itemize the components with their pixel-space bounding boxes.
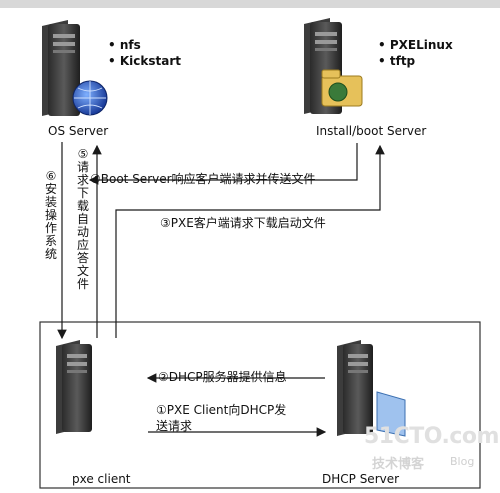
install-server-icon	[300, 18, 370, 118]
pxe-client-label: pxe client	[72, 472, 131, 486]
dhcp-server-icon	[333, 340, 413, 440]
step5-label: ⑤请求下载自动应答文件	[76, 147, 89, 291]
arrow-step4	[88, 143, 358, 185]
os-service-kickstart: • Kickstart	[108, 54, 181, 68]
install-server-label: Install/boot Server	[316, 124, 427, 138]
watermark-sub1: 技术博客	[372, 457, 425, 472]
install-service-tftp: • tftp	[378, 54, 416, 68]
os-server-label: OS Server	[48, 124, 109, 138]
os-service-nfs: • nfs	[108, 38, 141, 52]
watermark-brand: 51CTO.com	[364, 424, 499, 449]
step4-label: ④Boot Server响应客户端请求并传送文件	[90, 172, 316, 186]
watermark-sub2: Blog	[450, 455, 475, 468]
top-edge-artifact	[0, 0, 500, 8]
step3-label: ③PXE客户端请求下载启动文件	[160, 216, 326, 230]
pxe-client-icon	[52, 340, 112, 435]
step1-label: ①PXE Client向DHCP发 送请求	[156, 403, 287, 433]
install-service-pxelinux: • PXELinux	[378, 38, 453, 52]
arrow-step3	[115, 144, 385, 338]
step6-label: ⑥安装操作系统	[44, 169, 57, 261]
step2-label: ②DHCP服务器提供信息	[158, 370, 287, 384]
os-server-icon	[38, 20, 108, 120]
dhcp-server-label: DHCP Server	[322, 472, 400, 486]
client-network-box	[39, 321, 481, 489]
